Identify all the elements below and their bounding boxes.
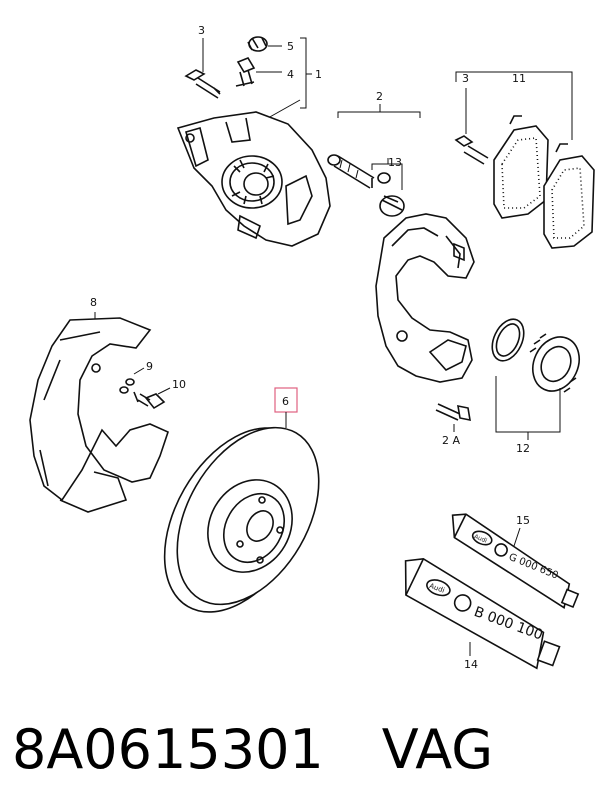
callout-9: 9 <box>146 360 153 373</box>
bracket-13 <box>371 158 403 190</box>
brake-disc <box>163 426 320 613</box>
bush-5 <box>247 36 282 52</box>
bolt-3-left <box>184 38 221 99</box>
callout-1: 1 <box>315 68 322 81</box>
callout-4: 4 <box>287 68 294 81</box>
part-number: 8A0615301 <box>12 718 324 781</box>
dust-boot <box>529 333 580 393</box>
callout-2a: 2 A <box>442 434 460 447</box>
bracket-11 <box>455 71 573 140</box>
callout-2: 2 <box>376 90 383 103</box>
bracket-1 <box>300 37 312 109</box>
leader-1 <box>267 99 301 119</box>
guide-pin <box>327 154 375 189</box>
caliper-carrier <box>375 213 475 383</box>
tube-15-brand: Audi <box>473 533 488 545</box>
guide-pin-4 <box>235 57 282 87</box>
callout-11: 11 <box>512 72 526 85</box>
callout-14: 14 <box>464 658 478 671</box>
bolt-3-right <box>454 135 489 165</box>
callout-12: 12 <box>516 442 530 455</box>
splash-shield <box>29 317 169 513</box>
part-caption: 8A0615301 VAG <box>12 700 592 800</box>
brake-parts-exploded-diagram: 3 5 4 1 2 13 <box>29 24 595 671</box>
callout-15: 15 <box>516 514 530 527</box>
bolt-2a <box>435 403 471 432</box>
callout-6: 6 <box>282 395 289 408</box>
callout-8: 8 <box>90 296 97 309</box>
boot-13 <box>377 172 405 217</box>
callout-13: 13 <box>388 156 402 169</box>
callout-3-left: 3 <box>198 24 205 37</box>
bracket-2 <box>337 104 421 118</box>
washer-9 <box>119 367 145 394</box>
callout-3-right: 3 <box>462 72 469 85</box>
callout-10: 10 <box>172 378 186 391</box>
bolt-10 <box>133 387 171 410</box>
callout-5: 5 <box>287 40 294 53</box>
piston-seal <box>491 318 525 362</box>
bracket-12 <box>495 376 561 440</box>
brake-pads-11 <box>493 115 595 249</box>
brake-caliper <box>176 111 331 247</box>
brand-name: VAG <box>381 718 494 781</box>
